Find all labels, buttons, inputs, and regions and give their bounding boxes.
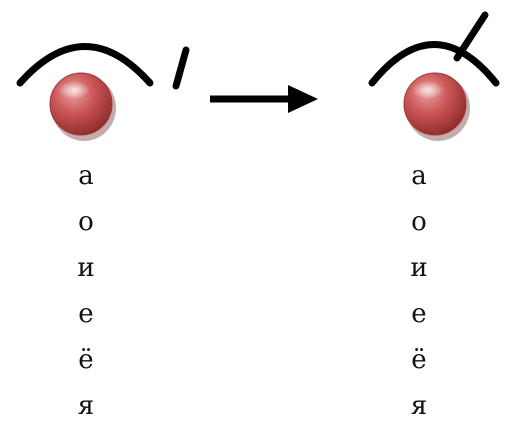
left-eyebrow-arc-icon bbox=[16, 43, 154, 87]
left-red-ball-icon bbox=[49, 72, 116, 141]
left-vowel-list: а о и е ё я bbox=[66, 160, 106, 436]
right-red-ball-icon bbox=[403, 72, 470, 141]
vowel-letter: о bbox=[411, 207, 427, 237]
right-eyebrow-arc-icon bbox=[368, 41, 500, 87]
right-stress-mark-icon bbox=[453, 11, 489, 62]
vowel-letter: е bbox=[411, 299, 427, 329]
right-group bbox=[368, 11, 500, 141]
stress-diagram bbox=[16, 11, 500, 141]
vowel-letter: а bbox=[78, 161, 94, 191]
vowel-letter: я bbox=[77, 391, 95, 421]
vowel-letter: я bbox=[410, 391, 428, 421]
vowel-letter: ё bbox=[78, 345, 94, 375]
right-vowel-list: а о и е ё я bbox=[399, 160, 439, 436]
vowel-letter: о bbox=[78, 207, 94, 237]
vowel-letter: и bbox=[410, 253, 428, 283]
left-group bbox=[16, 43, 190, 141]
vowel-letter: и bbox=[77, 253, 95, 283]
vowel-letter: е bbox=[78, 299, 94, 329]
right-arrow-icon bbox=[210, 85, 318, 113]
vowel-letter: ё bbox=[411, 345, 427, 375]
left-stress-mark-icon bbox=[172, 46, 190, 90]
vowel-letter: а bbox=[411, 161, 427, 191]
